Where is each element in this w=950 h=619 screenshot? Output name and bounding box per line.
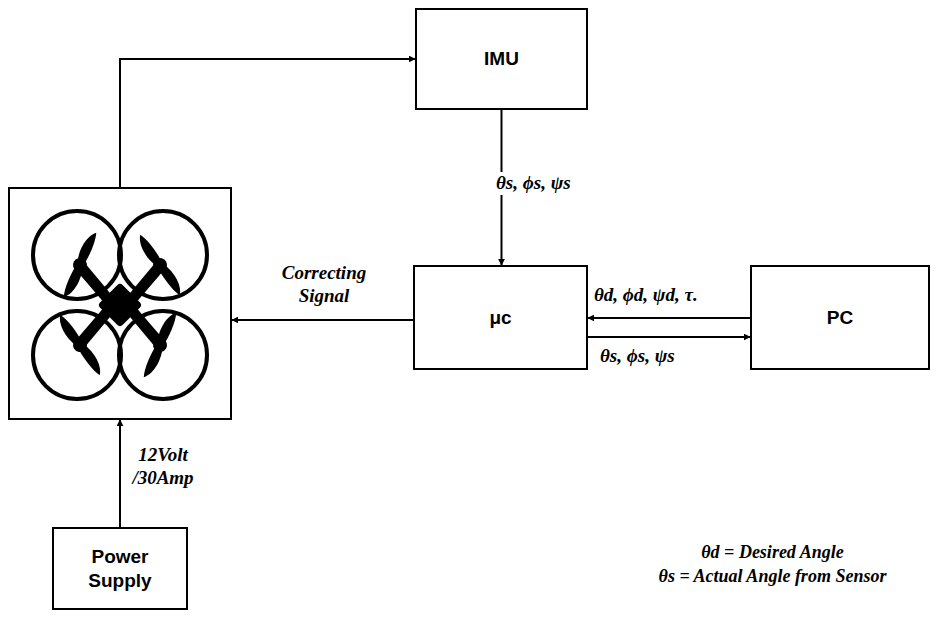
controller-box: μc xyxy=(413,265,588,370)
box-label: μc xyxy=(489,306,511,330)
signal-arrow xyxy=(120,59,415,187)
edge-label: θd, ϕd, ψd, τ. xyxy=(592,284,700,307)
signal-arrow xyxy=(119,420,121,527)
edge-label: θs, ϕs, ψs xyxy=(494,172,573,195)
power-supply-box: Power Supply xyxy=(52,527,188,610)
notes-block: θd = Desired Angleθs = Actual Angle from… xyxy=(600,540,945,589)
edge-label: 12Volt /30Amp xyxy=(126,444,200,490)
sensor-box: IMU xyxy=(415,8,588,110)
box-label: IMU xyxy=(484,47,519,71)
edge-label: θs, ϕs, ψs xyxy=(598,345,677,368)
computer-box: PC xyxy=(750,265,930,370)
box-label: Power Supply xyxy=(70,545,170,593)
legend-note: θs = Actual Angle from Sensor xyxy=(659,564,887,588)
signal-arrow xyxy=(588,317,750,319)
edge-label: Correcting Signal xyxy=(262,262,386,308)
legend-note: θd = Desired Angle xyxy=(701,540,843,564)
quadcopter-box xyxy=(8,187,232,420)
box-label: PC xyxy=(827,306,853,330)
signal-arrow xyxy=(588,336,750,338)
signal-arrow xyxy=(232,319,413,321)
